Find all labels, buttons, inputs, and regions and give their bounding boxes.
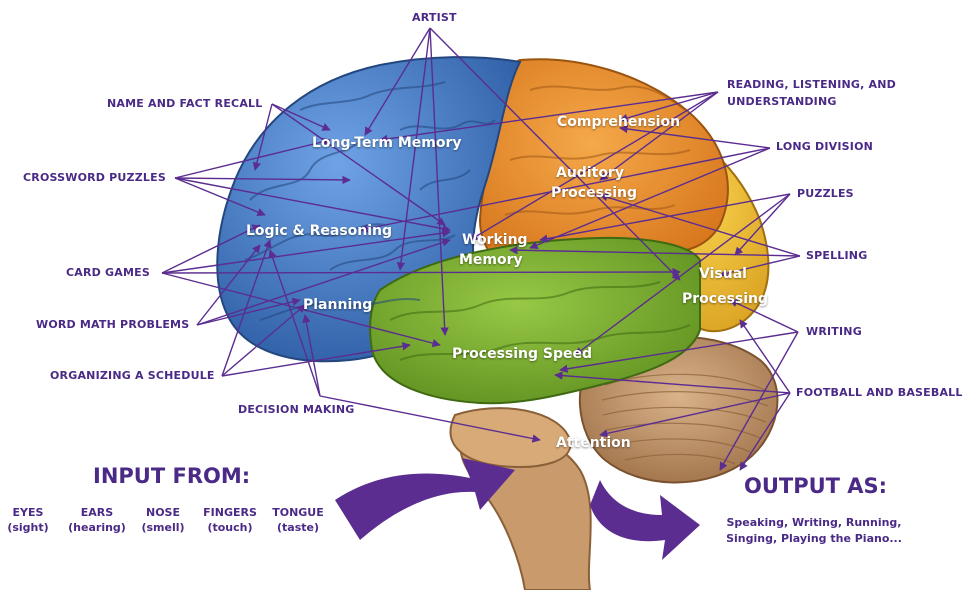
region-attention: Attention bbox=[556, 434, 631, 452]
sense-fingers-detail: (touch) bbox=[198, 520, 262, 535]
activity-puzzles: PUZZLES bbox=[797, 187, 854, 201]
pons-shape bbox=[451, 408, 571, 467]
region-planning: Planning bbox=[303, 296, 372, 314]
sense-ears: EARS (hearing) bbox=[65, 505, 129, 535]
region-visual-processing-line1: Visual bbox=[699, 265, 747, 283]
region-visual-processing-line2: Processing bbox=[682, 290, 768, 308]
output-description: Speaking, Writing, Running, Singing, Pla… bbox=[714, 515, 914, 547]
activity-name-and-fact-recall: NAME AND FACT RECALL bbox=[107, 97, 262, 111]
activity-organizing-schedule: ORGANIZING A SCHEDULE bbox=[50, 369, 215, 383]
sense-eyes-name: EYES bbox=[0, 505, 60, 520]
region-comprehension: Comprehension bbox=[557, 113, 680, 131]
sense-nose-detail: (smell) bbox=[131, 520, 195, 535]
sense-tongue-detail: (taste) bbox=[266, 520, 330, 535]
sense-fingers-name: FINGERS bbox=[198, 505, 262, 520]
region-long-term-memory: Long-Term Memory bbox=[312, 134, 462, 152]
sense-ears-name: EARS bbox=[65, 505, 129, 520]
output-heading: OUTPUT AS: bbox=[744, 474, 887, 498]
activity-card-games: CARD GAMES bbox=[66, 266, 150, 280]
input-heading: INPUT FROM: bbox=[93, 464, 250, 488]
input-arrow bbox=[335, 458, 515, 540]
sense-ears-detail: (hearing) bbox=[65, 520, 129, 535]
activity-word-math-problems: WORD MATH PROBLEMS bbox=[36, 318, 189, 332]
region-auditory-processing-line1: Auditory bbox=[556, 164, 624, 182]
region-auditory-processing-line2: Processing bbox=[551, 184, 637, 202]
sense-nose-name: NOSE bbox=[131, 505, 195, 520]
region-logic-reasoning: Logic & Reasoning bbox=[246, 222, 392, 240]
sense-nose: NOSE (smell) bbox=[131, 505, 195, 535]
output-line1: Speaking, Writing, Running, bbox=[714, 515, 914, 531]
activity-football-baseball: FOOTBALL AND BASEBALL bbox=[796, 386, 963, 400]
activity-reading-line2: UNDERSTANDING bbox=[727, 95, 837, 109]
sense-tongue: TONGUE (taste) bbox=[266, 505, 330, 535]
output-arrow bbox=[590, 480, 700, 560]
activity-artist: ARTIST bbox=[412, 11, 457, 25]
sense-eyes: EYES (sight) bbox=[0, 505, 60, 535]
region-working-memory-line1: Working bbox=[462, 231, 528, 249]
activity-crossword-puzzles: CROSSWORD PUZZLES bbox=[23, 171, 166, 185]
region-working-memory-line2: Memory bbox=[459, 251, 523, 269]
activity-decision-making: DECISION MAKING bbox=[238, 403, 355, 417]
region-processing-speed: Processing Speed bbox=[452, 345, 592, 363]
sense-tongue-name: TONGUE bbox=[266, 505, 330, 520]
sense-eyes-detail: (sight) bbox=[0, 520, 60, 535]
activity-reading-line1: READING, LISTENING, AND bbox=[727, 78, 896, 92]
sense-fingers: FINGERS (touch) bbox=[198, 505, 262, 535]
activity-long-division: LONG DIVISION bbox=[776, 140, 873, 154]
output-line2: Singing, Playing the Piano... bbox=[714, 531, 914, 547]
activity-writing: WRITING bbox=[806, 325, 862, 339]
activity-spelling: SPELLING bbox=[806, 249, 867, 263]
